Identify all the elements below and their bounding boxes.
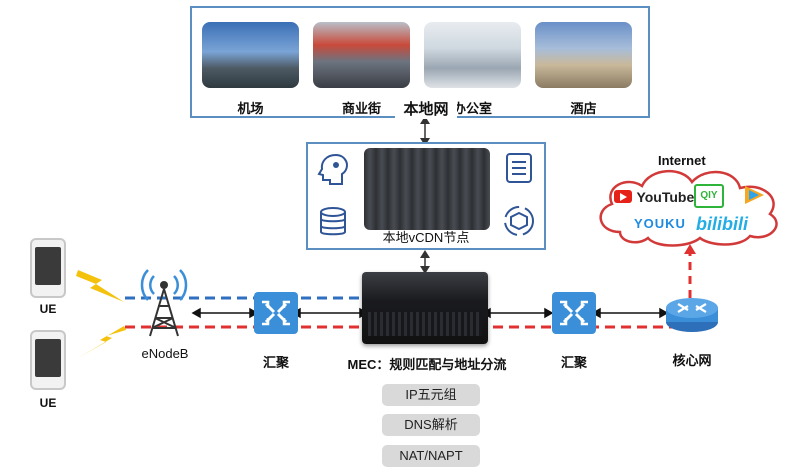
iqiyi-logo: QIY xyxy=(694,184,724,208)
youtube-play-icon xyxy=(614,190,632,204)
ue-label-top: UE xyxy=(39,302,57,316)
youtube-label: YouTube xyxy=(636,188,695,205)
cdn-to-localnet-arrowhead-up xyxy=(420,116,430,124)
link-mec-agg xyxy=(481,307,554,319)
place-label-airport: 机场 xyxy=(237,101,264,116)
ue-phone-top xyxy=(30,238,66,298)
mec-to-cdn-arrowhead-up xyxy=(420,250,430,258)
aggregation-switch-right-icon xyxy=(552,292,596,334)
youku-logo: YOUKU xyxy=(634,216,686,231)
lightning-icon-top xyxy=(76,270,124,302)
enodeb-label: eNodeB xyxy=(141,346,189,361)
mec-server-icon xyxy=(362,272,488,344)
place-label-shopping-street: 商业街 xyxy=(341,101,381,116)
list-icon xyxy=(506,153,532,183)
hotel-photo xyxy=(535,22,632,88)
bilibili-logo: bilibili xyxy=(696,214,748,234)
mec-function-nat: NAT/NAPT xyxy=(382,445,480,467)
database-icon xyxy=(320,207,346,236)
core-network-label: 核心网 xyxy=(672,353,712,368)
internet-cloud xyxy=(599,169,778,247)
link-agg-mec xyxy=(291,307,369,319)
mec-label: MEC：规则匹配与地址分流 xyxy=(347,357,507,372)
mec-to-cdn-arrowhead-down xyxy=(420,266,430,274)
shopping-street-photo xyxy=(313,22,410,88)
aggregation-switch-left-icon xyxy=(254,292,298,334)
office-photo xyxy=(424,22,521,88)
local-network-title: 本地网 xyxy=(395,98,457,119)
server-rack-image xyxy=(364,148,490,230)
mec-function-ip-tuple: IP五元组 xyxy=(382,384,480,406)
place-label-office: 办公室 xyxy=(452,101,492,116)
core-router-icon xyxy=(666,298,718,332)
place-label-hotel: 酒店 xyxy=(570,101,597,116)
ue-label-bottom: UE xyxy=(39,396,57,410)
vcdn-node-label: 本地vCDN节点 xyxy=(382,230,470,245)
mec-function-dns: DNS解析 xyxy=(382,414,480,436)
ue-phone-bottom xyxy=(30,330,66,390)
link-enodeb-agg xyxy=(191,307,259,319)
ai-head-icon xyxy=(317,153,348,185)
lightning-icon-bottom xyxy=(78,326,126,358)
package-sync-icon xyxy=(504,206,534,236)
aggregation-label-right: 汇聚 xyxy=(560,355,587,370)
red-arrowhead-up xyxy=(684,244,696,254)
vcdn-node-box: 本地vCDN节点 xyxy=(306,142,546,250)
airport-photo xyxy=(202,22,299,88)
youtube-logo: YouTube xyxy=(614,188,694,206)
enodeb-tower-icon xyxy=(140,269,188,337)
aggregation-label-left: 汇聚 xyxy=(262,355,289,370)
internet-title: Internet xyxy=(658,153,706,168)
link-agg-core xyxy=(591,307,669,319)
tencent-video-icon xyxy=(745,186,764,204)
